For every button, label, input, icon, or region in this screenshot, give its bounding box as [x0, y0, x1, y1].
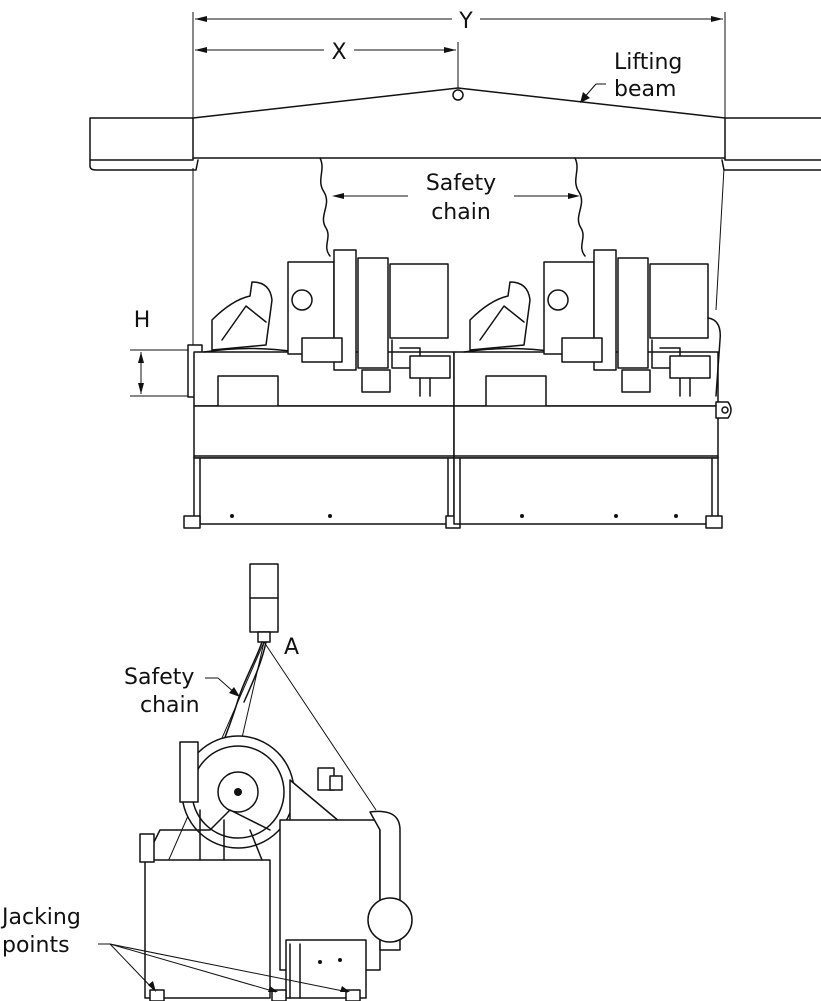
lifting-beam-label-line1: Lifting	[614, 50, 682, 75]
lifting-eye	[452, 89, 464, 101]
safety-chain-top-label-line1: Safety	[426, 171, 496, 196]
compressor-module-right	[453, 249, 732, 529]
lifting-beam-callout: Lifting beam	[580, 50, 682, 103]
front-view: Y X Lifting beam	[89, 9, 821, 529]
safety-chain-side-label-line1: Safety	[124, 665, 194, 690]
compressor-module-left	[183, 249, 461, 529]
safety-chain-side-callout: Safety chain	[124, 665, 240, 718]
hook-block: A	[249, 563, 299, 660]
dimension-x-label: X	[331, 40, 346, 65]
hook-point-a-label: A	[284, 635, 299, 660]
dimension-y: Y	[192, 9, 726, 160]
jacking-points-callout: Jacking points	[0, 905, 350, 993]
dimension-x: X	[195, 40, 459, 88]
safety-chain-side-label-line2: chain	[140, 693, 200, 718]
jacking-points-label-line1: Jacking	[0, 905, 81, 930]
side-view: A Safety chain	[0, 563, 413, 1001]
jacking-points-label-line2: points	[2, 933, 70, 958]
dimension-h: H	[130, 308, 194, 397]
lifting-beam	[89, 87, 821, 171]
dimension-y-label: Y	[458, 9, 473, 34]
safety-chains-top: Safety chain	[319, 157, 586, 257]
lifting-beam-label-line2: beam	[614, 77, 676, 102]
dimension-h-label: H	[134, 308, 151, 333]
chiller-side-body	[139, 735, 413, 1001]
safety-chain-top-label-line2: chain	[431, 200, 491, 225]
